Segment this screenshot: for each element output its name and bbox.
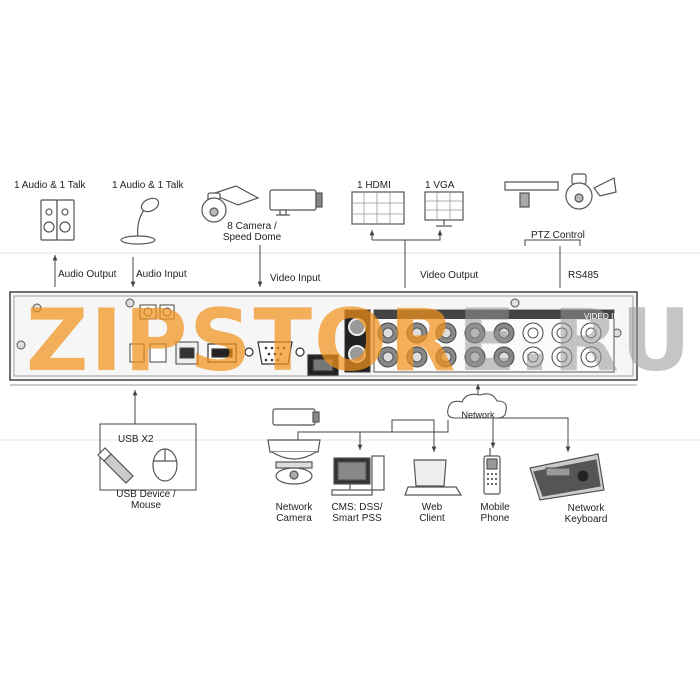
speaker-icon xyxy=(40,199,75,241)
bnc-connector-core xyxy=(556,327,568,339)
vga-port-icon xyxy=(244,341,305,365)
network-camera-label-line2: Camera xyxy=(276,513,312,524)
hdmi-label: 1 HDMI xyxy=(357,180,391,191)
vga-label: 1 VGA xyxy=(425,180,455,191)
bnc-connector-core xyxy=(469,327,481,339)
video-in-panel-label: VIDEO IN xyxy=(584,312,620,321)
bnc-connector-core xyxy=(527,351,539,363)
mobile-phone-label-line2: Phone xyxy=(480,513,510,524)
usb-network-ports xyxy=(129,341,199,365)
hdmi-port-icon xyxy=(207,343,237,363)
bnc-connectors xyxy=(377,322,602,368)
web-client-label-line2: Client xyxy=(419,513,445,524)
usb-device-label-line1: USB Device / xyxy=(116,489,176,500)
screw-icon xyxy=(16,298,622,350)
usb-stick-icon xyxy=(97,447,134,484)
ptz-dome-camera-icon xyxy=(565,173,617,210)
camera-label-line2: Speed Dome xyxy=(222,232,282,243)
cms-label-line2: Smart PSS xyxy=(332,513,382,524)
web-client-label-line1: Web xyxy=(421,502,443,513)
network-camera-icon xyxy=(267,408,321,485)
bnc-connector-core xyxy=(556,351,568,363)
network-keyboard-icon xyxy=(529,453,605,501)
usb-x2-label: USB X2 xyxy=(118,434,154,445)
cms-label-line1: CMS: DSS/ xyxy=(331,502,383,513)
vga-monitor-icon xyxy=(424,191,464,227)
bnc-connector-core xyxy=(382,351,394,363)
hdmi-monitor-icon xyxy=(351,191,405,225)
network-label: Network xyxy=(461,410,495,420)
audio-output-label: Audio Output xyxy=(58,269,117,280)
power-port-icon xyxy=(307,354,339,376)
bnc-connector-core xyxy=(527,327,539,339)
bnc-connector-core xyxy=(585,327,597,339)
microphone-icon xyxy=(120,197,160,245)
bnc-connector-core xyxy=(382,327,394,339)
network-cloud-icon xyxy=(447,393,507,419)
watermark: ZIPSTORE.RU xyxy=(26,291,693,391)
rs485-label: RS485 xyxy=(568,270,599,281)
bnc-connector-core xyxy=(498,327,510,339)
bnc-connector-core xyxy=(469,351,481,363)
audio-ports xyxy=(139,304,175,320)
bnc-connector-core xyxy=(411,327,423,339)
bnc-connector-core xyxy=(440,327,452,339)
network-camera-label-line1: Network xyxy=(275,502,313,513)
speed-dome-camera-icon xyxy=(201,185,260,223)
background-lines xyxy=(0,252,700,441)
laptop-icon xyxy=(404,459,463,496)
pc-icon xyxy=(331,455,385,496)
top-connectors xyxy=(52,230,581,288)
bnc-connector-core xyxy=(411,351,423,363)
mouse-icon xyxy=(152,448,178,482)
audio-input-label: Audio Input xyxy=(136,269,187,280)
mobile-phone-label-line1: Mobile xyxy=(480,502,510,513)
network-keyboard-label-line1: Network xyxy=(567,503,605,514)
video-output-label: Video Output xyxy=(420,270,479,281)
audio-talk-label-left: 1 Audio & 1 Talk xyxy=(14,180,86,191)
box-camera-icon xyxy=(269,189,323,216)
bnc-connector-core xyxy=(498,351,510,363)
network-keyboard-label-line2: Keyboard xyxy=(564,514,608,525)
bottom-connectors xyxy=(132,384,571,452)
camera-label-line1: 8 Camera / xyxy=(227,221,277,232)
ptz-control-label: PTZ Control xyxy=(531,230,585,241)
ptz-keyboard-icon xyxy=(504,181,559,208)
mobile-phone-icon xyxy=(483,448,501,495)
usb-device-label-line2: Mouse xyxy=(130,500,162,511)
bnc-connector-core xyxy=(585,351,597,363)
audio-talk-label-right: 1 Audio & 1 Talk xyxy=(112,180,184,191)
video-input-label: Video Input xyxy=(270,273,321,284)
bnc-connector-core xyxy=(440,351,452,363)
